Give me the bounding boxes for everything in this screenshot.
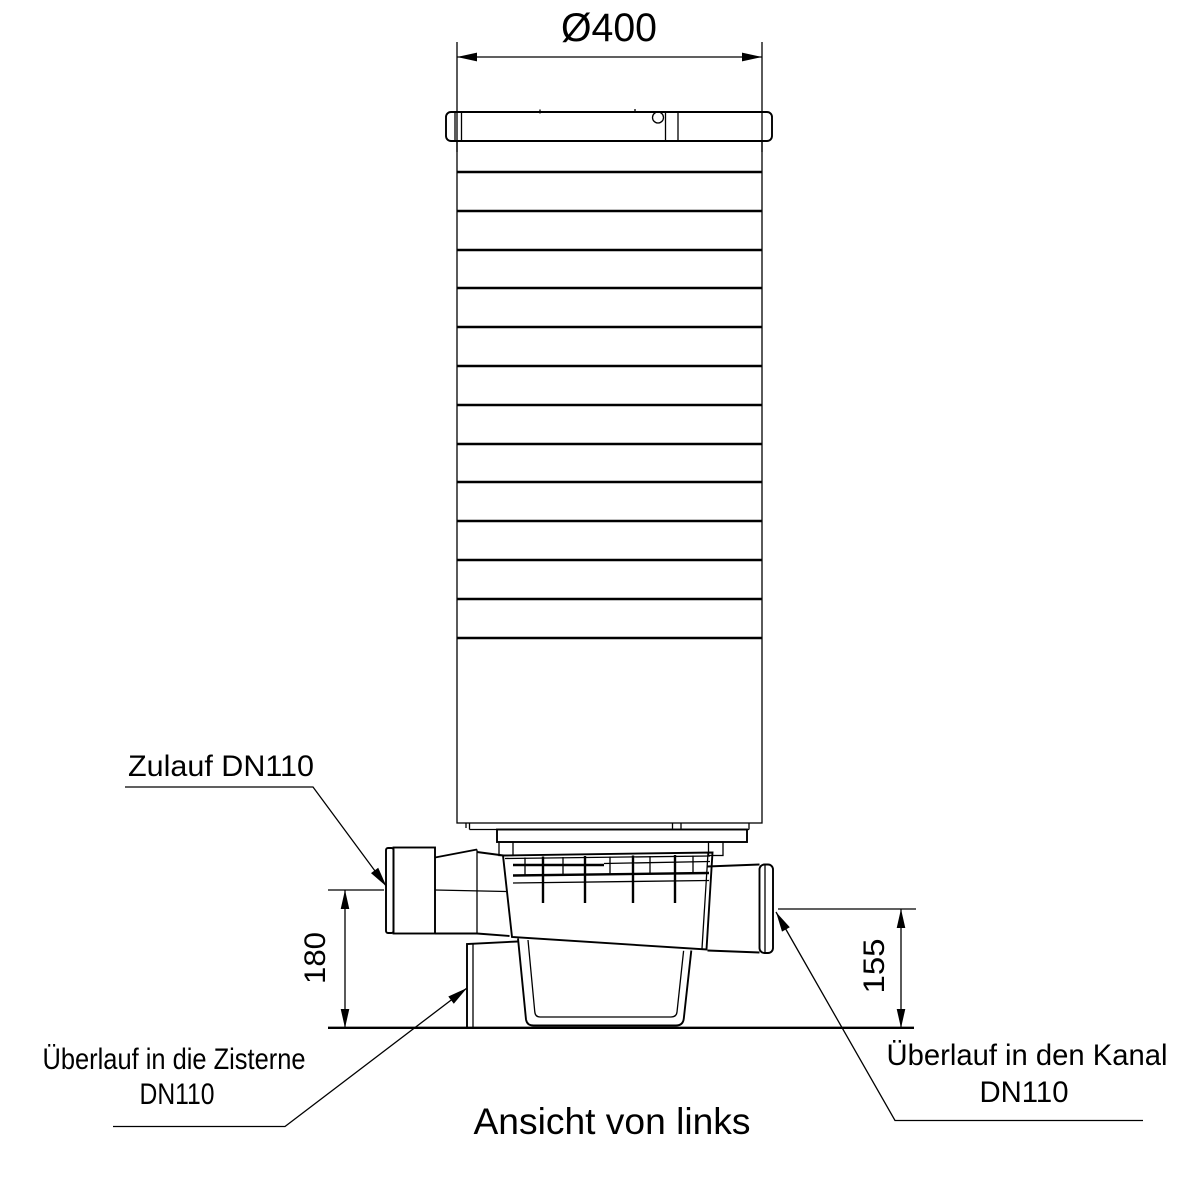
arrowhead-down bbox=[896, 1009, 906, 1028]
inlet-pipe-top bbox=[476, 851, 504, 857]
arrowhead-down bbox=[340, 1009, 350, 1028]
label-channel-overflow-line1: Überlauf in den Kanal bbox=[887, 1039, 1168, 1072]
label-channel-overflow-line2: DN110 bbox=[980, 1076, 1069, 1109]
body-neck bbox=[465, 823, 750, 857]
sediment-bucket bbox=[517, 938, 693, 1027]
dimension-inlet-height: 180 bbox=[299, 889, 384, 1028]
grate-line-thick bbox=[512, 871, 710, 877]
dimension-diameter-text: Ø400 bbox=[561, 6, 657, 50]
label-channel-overflow: Überlauf in den Kanal DN110 bbox=[775, 911, 1168, 1122]
dimension-inlet-height-text: 180 bbox=[299, 932, 332, 984]
dimension-diameter: Ø400 bbox=[456, 6, 763, 152]
grate-line bbox=[603, 860, 711, 865]
channel-outlet-pipe bbox=[706, 863, 774, 954]
label-inlet: Zulauf DN110 bbox=[125, 750, 388, 887]
adapter-ring bbox=[496, 828, 748, 843]
inlet-pipe-bottom bbox=[476, 932, 510, 937]
housing-outline bbox=[501, 851, 714, 951]
label-cistern-overflow-line1: Überlauf in die Zisterne bbox=[43, 1043, 306, 1076]
label-cistern-overflow-line2: DN110 bbox=[140, 1078, 215, 1111]
arrowhead-up bbox=[896, 909, 906, 928]
dimension-channel-outlet-height-text: 155 bbox=[858, 939, 891, 994]
leader-arrowhead bbox=[448, 988, 467, 1004]
outlet-pipe-bottom bbox=[707, 949, 760, 954]
inlet-pipe-mid-line bbox=[434, 889, 507, 893]
bucket-inner-wall bbox=[527, 939, 685, 1018]
filter-body bbox=[456, 140, 763, 824]
arrowhead-right bbox=[742, 52, 762, 62]
leader-arrowhead bbox=[371, 867, 387, 887]
cistern-outlet-box bbox=[466, 940, 518, 1027]
inlet-pipe-top-slant bbox=[434, 848, 478, 859]
filter-grate bbox=[504, 855, 711, 903]
label-inlet-text: Zulauf DN110 bbox=[128, 750, 314, 783]
label-cistern-overflow: Überlauf in die Zisterne DN110 bbox=[43, 987, 468, 1128]
bucket-outline bbox=[517, 938, 693, 1027]
housing-right-inner-edge bbox=[701, 852, 709, 949]
leader-line bbox=[113, 987, 468, 1128]
leader-line bbox=[775, 911, 1143, 1122]
dimension-channel-outlet-height: 155 bbox=[778, 908, 916, 1028]
body-ribs bbox=[457, 170, 762, 640]
leader-line bbox=[125, 786, 388, 887]
filter-housing bbox=[501, 851, 714, 951]
adapter-lug-right bbox=[707, 841, 724, 857]
outlet-pipe-top bbox=[706, 863, 760, 868]
arrowhead-up bbox=[340, 890, 350, 909]
cistern-box-outline bbox=[466, 940, 518, 1027]
inlet-pipe bbox=[385, 846, 510, 937]
leader-arrowhead bbox=[776, 912, 790, 932]
view-caption: Ansicht von links bbox=[474, 1101, 751, 1142]
lid-hole bbox=[651, 111, 665, 124]
grate-line bbox=[512, 879, 710, 884]
outlet-pipe-end-cap bbox=[758, 863, 774, 954]
arrowhead-left bbox=[457, 52, 477, 62]
